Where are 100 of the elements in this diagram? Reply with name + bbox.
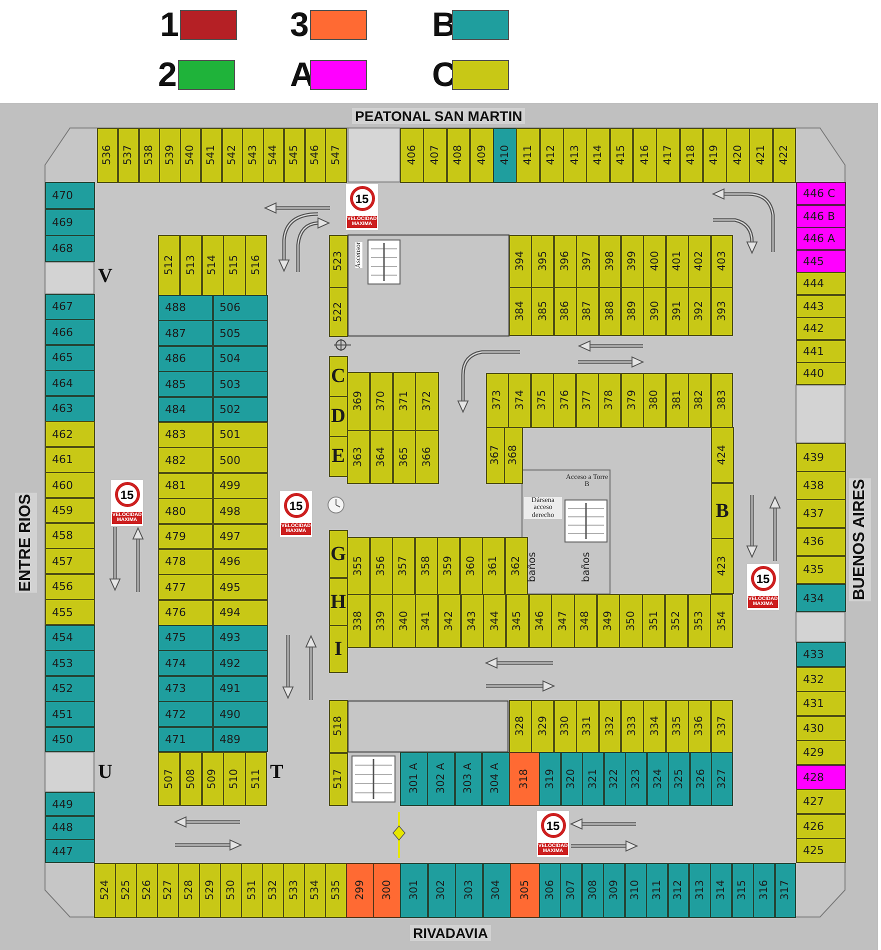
parking-space xyxy=(45,396,94,422)
parking-space xyxy=(540,128,564,182)
parking-space xyxy=(347,594,370,648)
parking-space xyxy=(329,356,348,396)
parking-space xyxy=(796,716,846,741)
space-number: 537 xyxy=(123,145,134,166)
space-number: 499 xyxy=(220,480,240,492)
space-number: 366 xyxy=(422,446,432,467)
space-number: 335 xyxy=(672,716,682,736)
parking-space xyxy=(796,204,846,228)
space-number: 303 A xyxy=(463,763,474,794)
parking-space xyxy=(45,676,94,702)
parking-space xyxy=(796,443,846,472)
street-name: ENTRE RIOS xyxy=(15,493,37,593)
space-number: 302 A xyxy=(436,763,446,794)
parking-space xyxy=(454,752,482,806)
space-number: 448 xyxy=(52,822,73,834)
space-number: 395 xyxy=(538,251,548,272)
parking-space xyxy=(45,294,94,320)
space-number: 451 xyxy=(52,708,73,720)
parking-space xyxy=(45,792,94,816)
space-number: 394 xyxy=(515,251,526,272)
space-number: 545 xyxy=(289,145,300,166)
parking-space xyxy=(486,373,509,428)
space-number: 525 xyxy=(120,880,131,900)
parking-space xyxy=(643,287,666,336)
space-number: 367 xyxy=(490,445,500,466)
space-number: 429 xyxy=(803,747,824,758)
space-number: 313 xyxy=(694,880,706,900)
parking-space xyxy=(212,726,268,752)
parking-space xyxy=(688,235,712,288)
space-number: 393 xyxy=(716,301,728,322)
speed-limit-number: 15 xyxy=(284,493,308,518)
parking-space xyxy=(711,427,734,484)
space-number: 399 xyxy=(627,251,638,272)
parking-space xyxy=(690,752,712,806)
space-number: 453 xyxy=(52,658,73,669)
space-number: 428 xyxy=(803,772,824,783)
parking-space xyxy=(45,446,94,473)
parking-space xyxy=(482,863,510,918)
space-number: 306 xyxy=(544,880,556,900)
space-number: 317 xyxy=(780,880,791,900)
space-number: 464 xyxy=(52,378,73,389)
space-number: 458 xyxy=(52,530,73,542)
parking-space xyxy=(576,287,600,336)
parking-space xyxy=(796,471,846,500)
space-number: 510 xyxy=(229,768,240,789)
legend-label: 2 xyxy=(158,58,177,92)
space-number: 467 xyxy=(52,301,73,312)
space-number: 502 xyxy=(220,404,240,415)
parking-space xyxy=(45,498,94,524)
parking-space xyxy=(620,373,644,428)
parking-space xyxy=(45,574,94,600)
space-number: 437 xyxy=(803,508,824,520)
parking-space xyxy=(554,287,577,336)
parking-space xyxy=(202,235,224,296)
space-number: 300 xyxy=(382,880,392,900)
parking-space xyxy=(304,863,326,918)
space-number: 484 xyxy=(165,404,186,415)
parking-space xyxy=(796,182,846,206)
parking-space xyxy=(346,863,374,918)
parking-space xyxy=(531,287,554,336)
speed-limit-number: 15 xyxy=(750,566,776,591)
parking-space xyxy=(423,128,448,182)
parking-space xyxy=(493,128,517,182)
space-number: 506 xyxy=(220,302,240,314)
space-number: 443 xyxy=(803,300,824,312)
parking-space xyxy=(329,235,348,288)
space-number: 340 xyxy=(398,610,410,631)
space-number: 423 xyxy=(717,556,728,576)
space-number: 547 xyxy=(330,145,342,166)
parking-space xyxy=(212,701,268,728)
space-number: H xyxy=(330,592,346,612)
space-number: 320 xyxy=(566,768,577,789)
space-number: 400 xyxy=(650,251,660,272)
parking-space xyxy=(576,373,599,428)
parking-space xyxy=(688,863,711,918)
parking-space xyxy=(263,128,284,182)
space-number: 345 xyxy=(512,610,523,631)
parking-space xyxy=(158,574,213,600)
space-number: 497 xyxy=(220,530,240,542)
parking-space xyxy=(509,235,532,288)
parking-space xyxy=(212,295,268,321)
parking-space xyxy=(509,287,532,336)
parking-space xyxy=(510,863,540,918)
parking-space xyxy=(643,700,666,752)
space-number: 392 xyxy=(694,301,705,322)
parking-space xyxy=(325,863,346,918)
space-number: 370 xyxy=(376,391,387,412)
parking-space xyxy=(392,537,415,594)
space-number: 338 xyxy=(353,610,364,631)
space-number: 532 xyxy=(268,880,278,900)
space-number: 438 xyxy=(803,480,824,491)
parking-space xyxy=(621,700,644,752)
speed-limit-number: 15 xyxy=(540,813,566,838)
parking-space xyxy=(158,676,213,702)
space-number: 398 xyxy=(604,251,616,272)
space-number: 425 xyxy=(803,845,824,856)
space-number: 420 xyxy=(732,145,744,166)
parking-space xyxy=(370,372,393,430)
